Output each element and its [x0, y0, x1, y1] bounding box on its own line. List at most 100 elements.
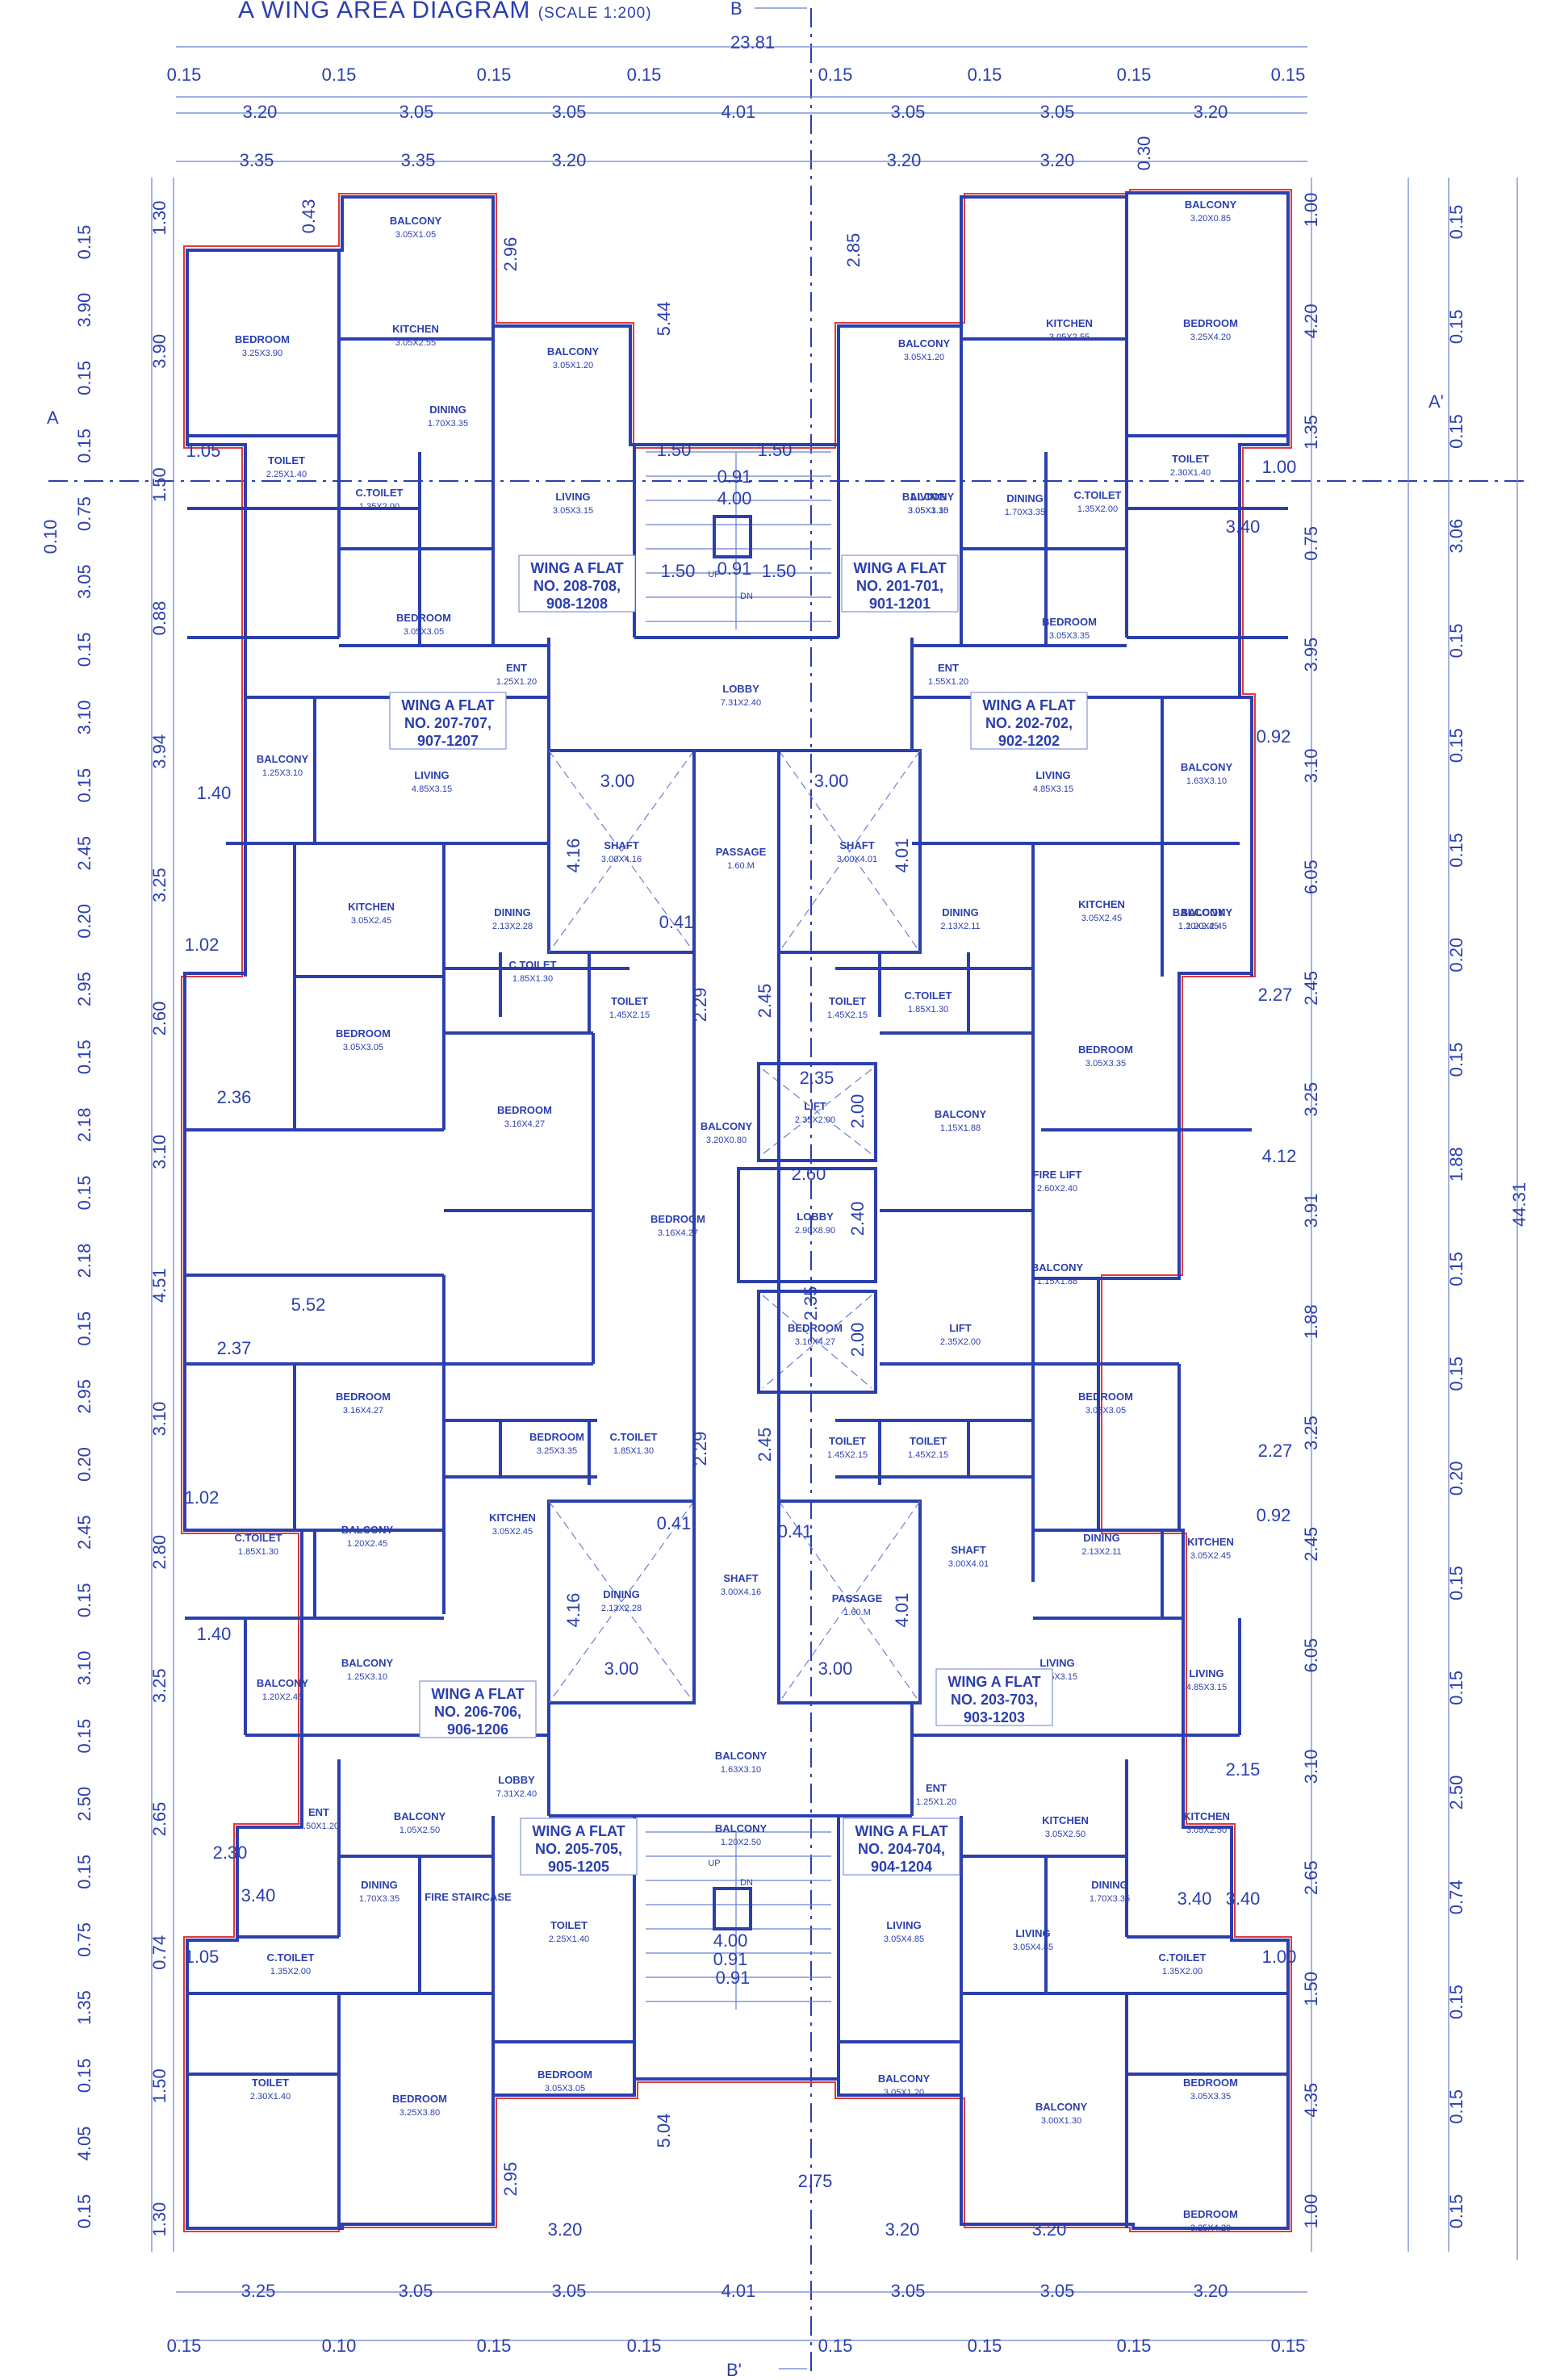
room-size: 3.05X1.20 [904, 353, 944, 362]
room-label: KITCHEN [1078, 898, 1125, 910]
left-outer-dim: 1.35 [74, 1990, 94, 2025]
left-outer-dim: 0.15 [74, 361, 94, 395]
room-label: KITCHEN [1042, 1814, 1089, 1826]
room-label: SHAFT [839, 839, 874, 851]
bottom-dim-row1: 3.25 [241, 2281, 276, 2301]
inner-dim: 2.45 [755, 984, 775, 1019]
left-inner-dim: 3.10 [149, 1402, 169, 1437]
inner-dim: 1.50 [661, 561, 696, 581]
room-size: 3.00X1.30 [1041, 2116, 1081, 2126]
room-label: SHAFT [951, 1544, 985, 1556]
flat-label-line2: NO. 205-705, [535, 1841, 622, 1857]
flat-label-line1: WING A FLAT [855, 1823, 947, 1839]
inner-dim: 1.40 [197, 1624, 232, 1644]
bottom-dim-row2: 0.15 [167, 2336, 202, 2356]
room-size: 3.05X1.20 [884, 2088, 924, 2098]
room-label: BEDROOM [336, 1027, 391, 1039]
room-size: 1.63X3.10 [721, 1765, 761, 1775]
room-label: KITCHEN [348, 901, 395, 913]
flat-label-line2: NO. 201-701, [856, 578, 943, 594]
room-size: 2.13X2.28 [492, 922, 533, 931]
inner-dim: 4.12 [1262, 1146, 1297, 1166]
inner-dim: 2.96 [500, 237, 521, 272]
room-label: BALCONY [898, 337, 951, 349]
room-size: 3.00X4.01 [837, 855, 877, 864]
room-size: 3.05X4.85 [884, 1935, 924, 1944]
room-size: 3.20X0.85 [1190, 214, 1231, 224]
room-label: LIVING [886, 1919, 921, 1931]
flat-label-line2: NO. 206-706, [434, 1704, 521, 1720]
room-label: LIVING [1189, 1667, 1223, 1679]
left-outer-dim: 0.75 [74, 1922, 94, 1957]
inner-dim: 2.35 [800, 1068, 834, 1088]
room-label: BEDROOM [529, 1431, 584, 1443]
left-outer-dim: 0.75 [74, 496, 94, 531]
inner-dim: 0.92 [1257, 1505, 1291, 1525]
right-outer-dim: 3.06 [1446, 519, 1466, 554]
right-outer-dim: 0.15 [1446, 1252, 1466, 1286]
top-dim-row1: 0.15 [818, 65, 853, 85]
bottom-dim-row2: 0.15 [477, 2336, 512, 2356]
room-size: 3.25X4.20 [1190, 2223, 1231, 2233]
room-label: LOBBY [498, 1774, 535, 1786]
room-size: 1.20X2.45 [1186, 922, 1227, 931]
room-size: 3.05X3.15 [553, 506, 593, 516]
inner-dim: 2.00 [847, 1094, 868, 1129]
room-size: 1.25X1.20 [916, 1797, 956, 1807]
room-size: 1.20X2.45 [1178, 922, 1219, 931]
inner-dim: 2.45 [755, 1428, 775, 1462]
left-outer-dim: 0.15 [74, 2194, 94, 2229]
inner-dim: 4.00 [713, 1930, 748, 1951]
room-size: 1.15X1.88 [1037, 1277, 1077, 1286]
top-dim-row1: 0.15 [322, 65, 357, 85]
inner-dim: 1.50 [657, 440, 692, 460]
right-inner-dim: 3.95 [1301, 638, 1321, 672]
flat-label-line3: 908-1208 [546, 596, 608, 612]
right-inner-dim: 4.35 [1301, 2083, 1321, 2118]
room-label: BALCONY [1185, 199, 1237, 211]
right-inner-dim: 2.45 [1301, 1527, 1321, 1562]
room-size: 3.25X3.35 [537, 1446, 577, 1456]
flat-label-line1: WING A FLAT [530, 560, 623, 576]
room-label: BEDROOM [1078, 1044, 1133, 1056]
top-dim-row2: 3.20 [243, 102, 278, 122]
right-outer-dim: 0.15 [1446, 414, 1466, 449]
inner-dim: 3.20 [1032, 2219, 1067, 2240]
room-label: C.TOILET [267, 1951, 315, 1964]
top-dim-row1: 0.15 [477, 65, 512, 85]
room-size: 3.05X3.05 [404, 627, 444, 637]
left-inner-dim: 2.65 [149, 1802, 169, 1837]
room-label: PASSAGE [716, 846, 767, 858]
bottom-dim-row2: 0.15 [1271, 2336, 1306, 2356]
section-a-right-label: A' [1428, 391, 1444, 412]
room-size: 3.16X4.27 [343, 1406, 383, 1416]
room-size: 2.35X2.00 [940, 1337, 981, 1347]
room-label: SHAFT [604, 839, 638, 851]
room-label: BALCONY [547, 345, 600, 358]
room-size: 1.70X3.35 [1005, 508, 1045, 517]
right-inner-dim: 3.10 [1301, 1749, 1321, 1784]
left-outer-dim: 0.15 [74, 429, 94, 463]
room-label: DINING [361, 1879, 398, 1891]
room-label: BEDROOM [650, 1213, 705, 1225]
diagram-title: A WING AREA DIAGRAM (SCALE 1:200) [238, 0, 652, 23]
left-outer-dim: 0.15 [74, 768, 94, 803]
inner-dim: 3.00 [600, 771, 635, 791]
inner-dim: 0.91 [717, 466, 752, 487]
room-size: 7.31X2.40 [721, 698, 761, 708]
room-size: 1.60.M [843, 1608, 871, 1617]
room-label: DINING [1006, 492, 1044, 504]
left-outer-dim: 0.15 [74, 1719, 94, 1754]
bottom-dim-row1: 3.05 [399, 2281, 433, 2301]
left-inner-dim: 0.74 [149, 1935, 169, 1970]
stair-direction-mark: DN [740, 1878, 753, 1888]
inner-dim: 0.41 [778, 1521, 813, 1541]
flat-label-line2: NO. 207-707, [404, 715, 491, 731]
room-size: 3.05X3.35 [1190, 2092, 1231, 2102]
inner-dim: 4.00 [717, 488, 752, 508]
room-size: 1.20X2.50 [721, 1838, 761, 1847]
room-label: FIRE LIFT [1033, 1169, 1082, 1181]
right-inner-dim: 1.00 [1301, 193, 1321, 228]
flat-label-line2: NO. 208-708, [533, 578, 621, 594]
room-size: 2.60X2.40 [1037, 1184, 1077, 1194]
